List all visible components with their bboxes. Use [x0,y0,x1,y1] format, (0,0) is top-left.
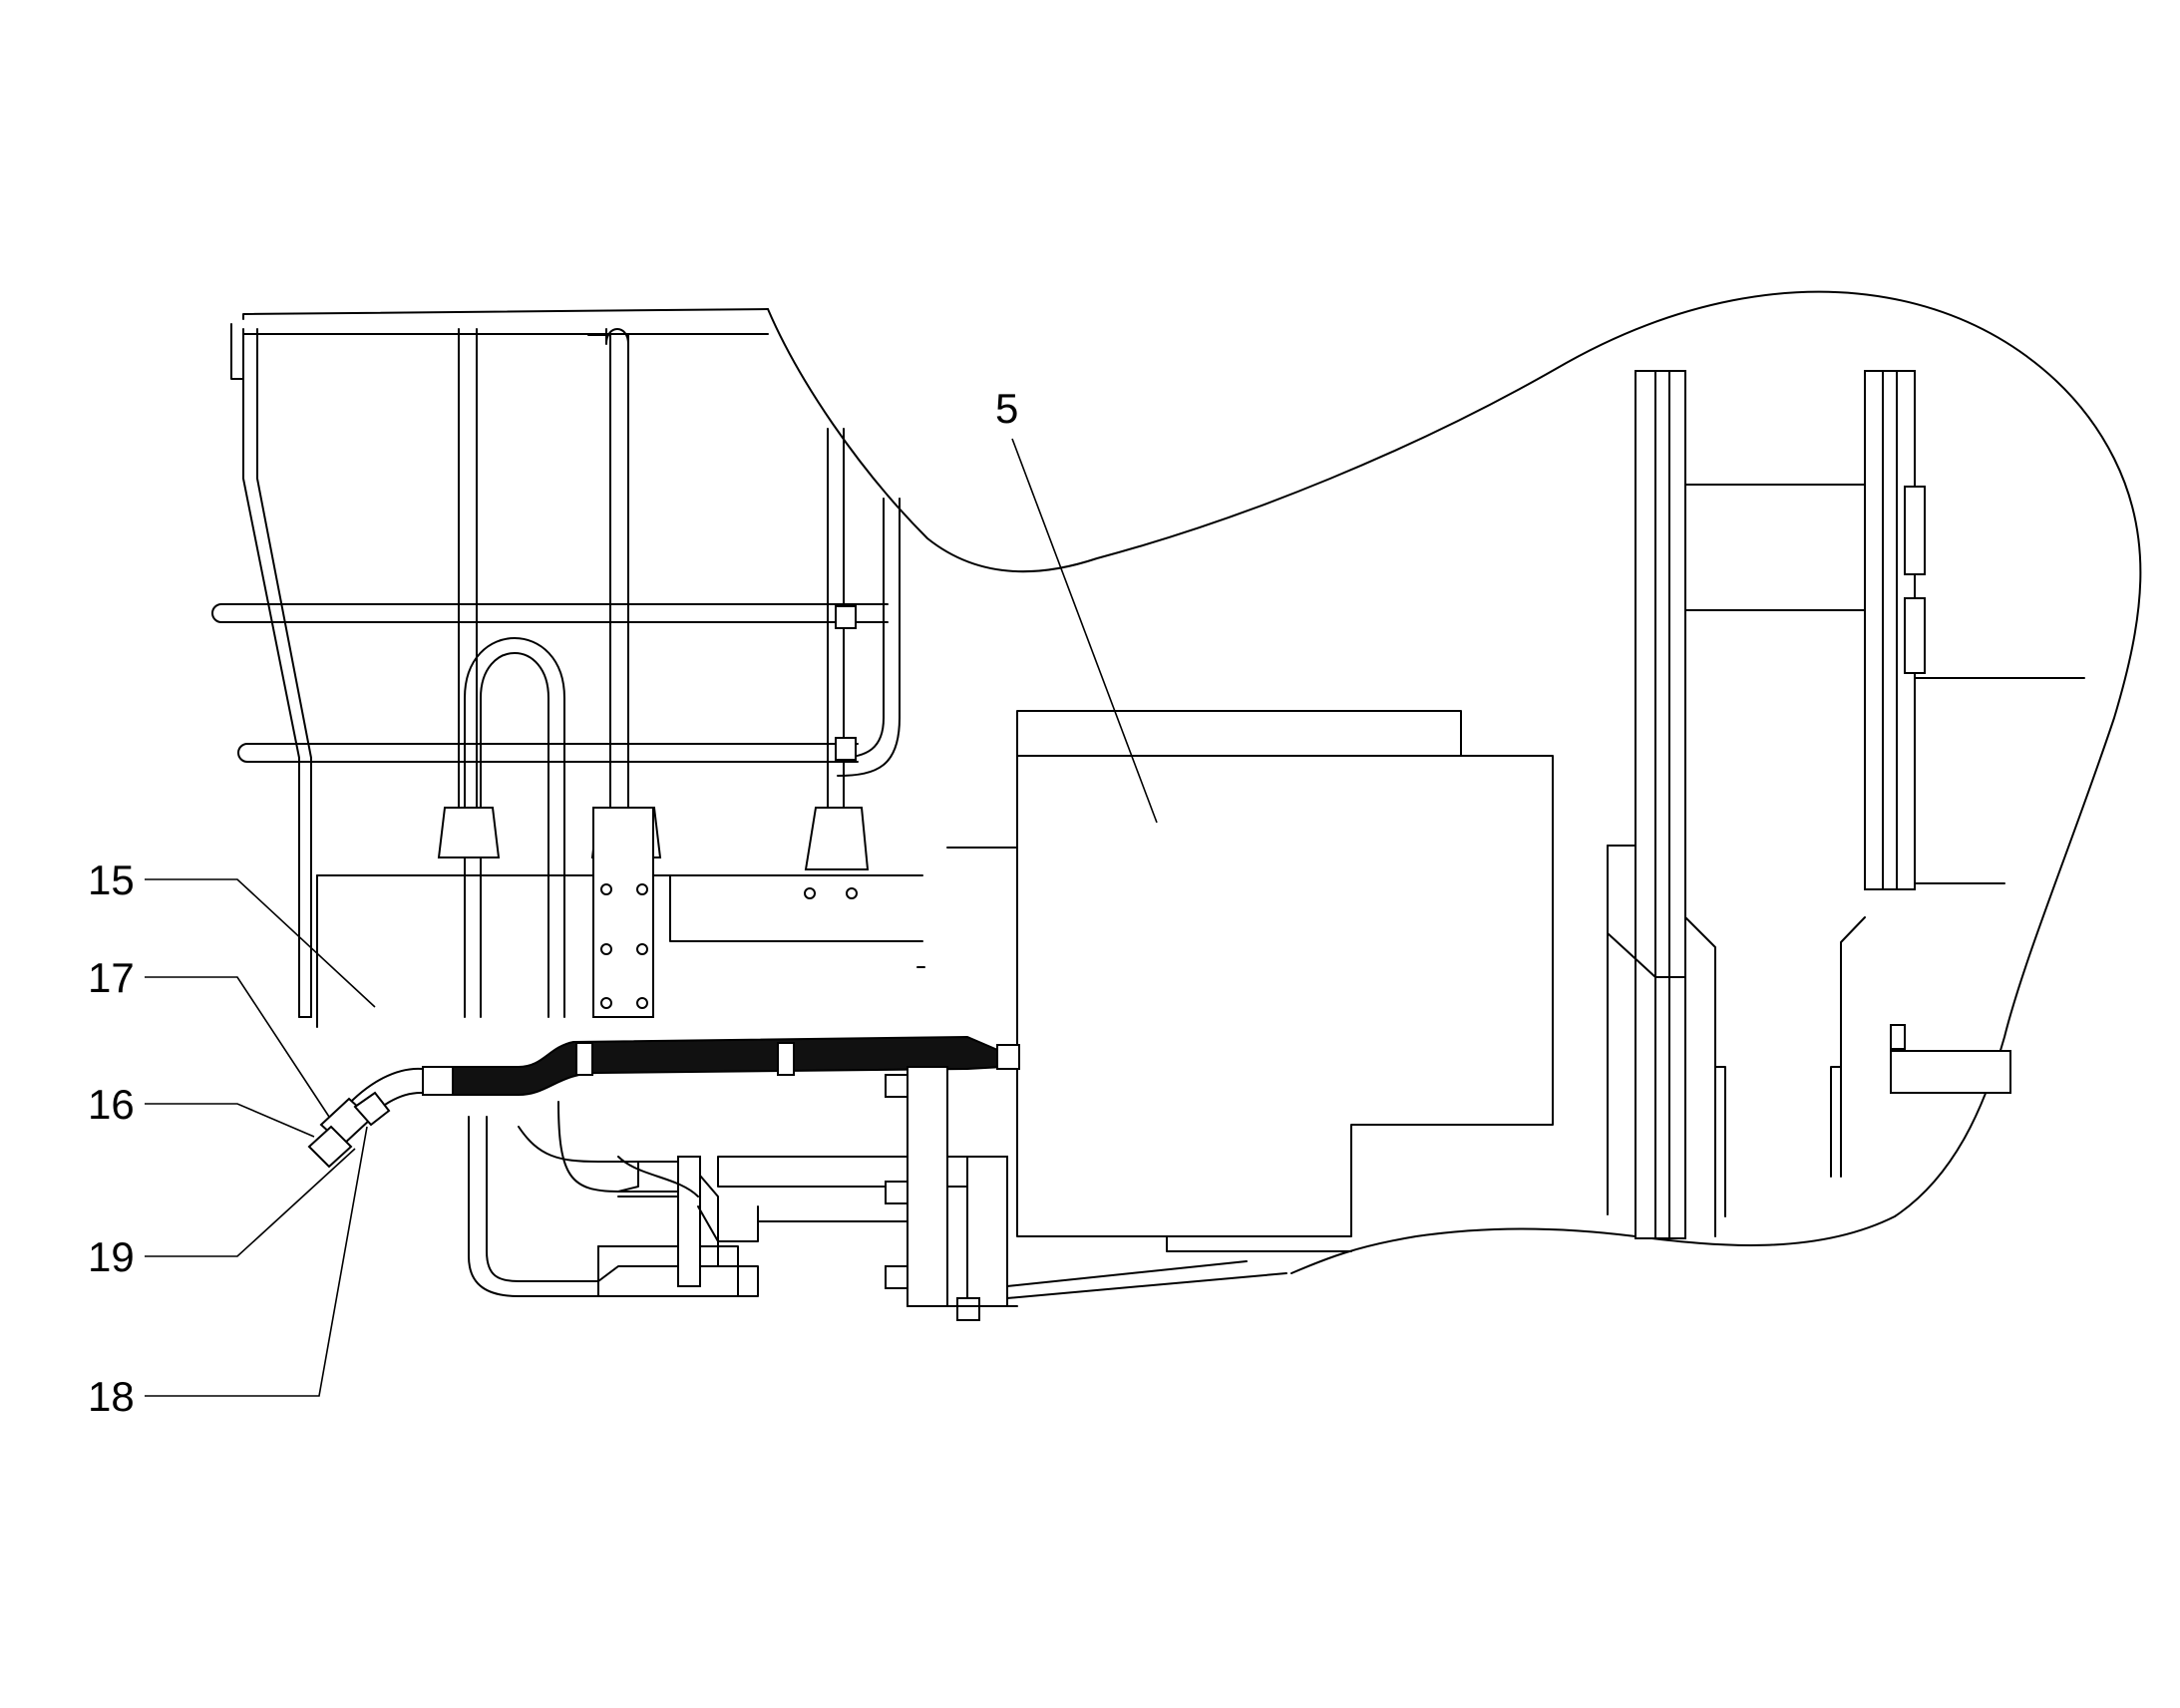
component-5-box [1016,710,1554,1252]
callout-15: 15 [88,856,135,903]
leader-16 [145,1103,315,1138]
leader-18 [145,1126,368,1397]
callout-5: 5 [995,385,1018,432]
platform-frame [316,807,1018,1028]
callout-17: 17 [88,954,135,1001]
callout-labels: 5 15 17 16 19 18 [88,385,1018,1420]
guardrail [211,308,901,1018]
vertical-members [1607,370,2085,1239]
leader-15 [145,878,376,1008]
cutaway-boundary [767,290,2142,1274]
leader-19 [145,1148,356,1257]
leader-5 [1011,438,1158,824]
callout-18: 18 [88,1373,135,1420]
leader-17 [145,976,330,1118]
callout-19: 19 [88,1233,135,1280]
mounting-bracket [468,1066,1287,1321]
callout-16: 16 [88,1081,135,1128]
leader-lines [145,438,1158,1397]
hose-assembly [307,1035,1020,1169]
